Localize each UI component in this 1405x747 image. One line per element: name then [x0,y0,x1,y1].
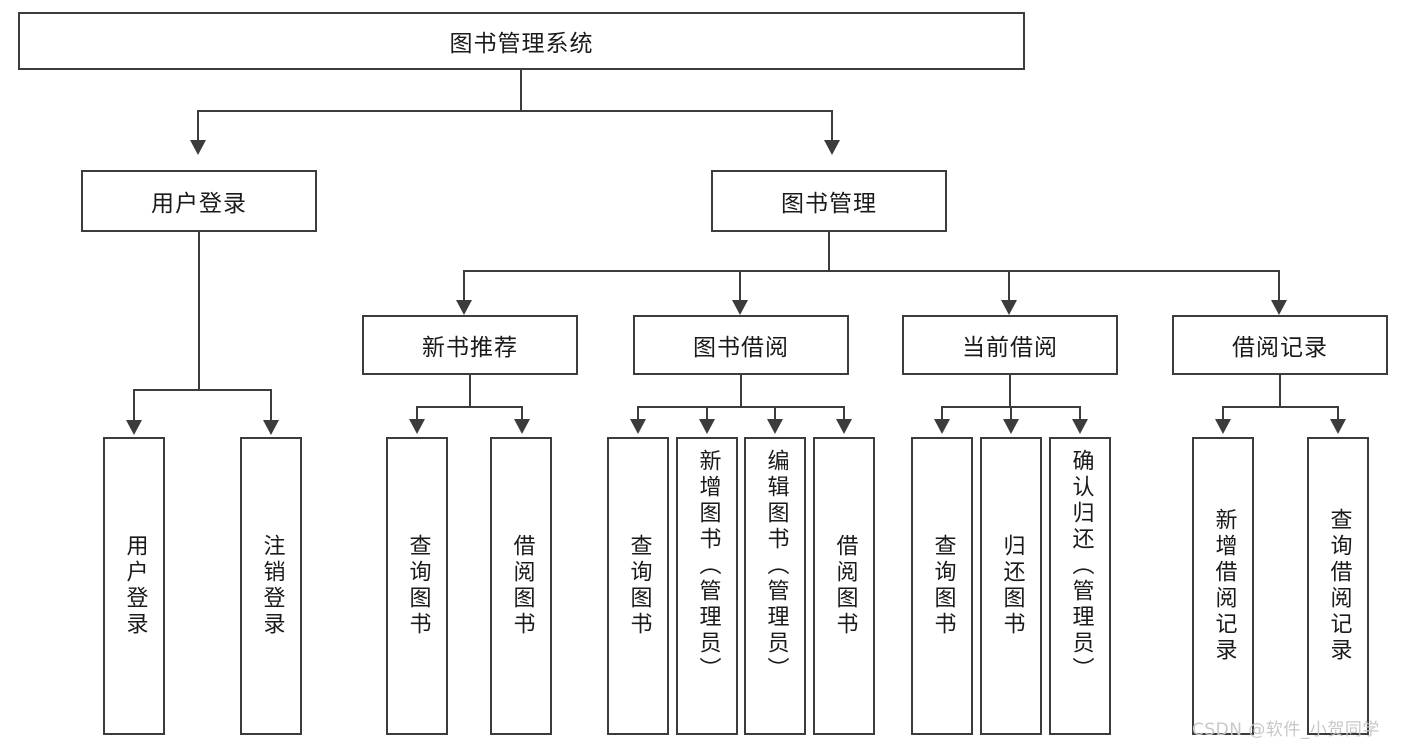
node-label: 图书借阅 [693,335,789,361]
leaf-label: 查询图书 [626,534,652,638]
connector-bb-to-leaf-1 [637,406,639,421]
arrowhead-nbr-to-leaf-2 [514,419,530,434]
leaf-label: 用户登录 [122,534,148,638]
node-label: 图书管理 [781,191,877,217]
arrowhead-br-to-leaf-1 [1215,419,1231,434]
connector-book-management-stem [828,232,830,272]
arrowhead-cb-to-leaf-1 [934,419,950,434]
leaf-label: 新增图书（管理员） [695,449,721,683]
connector-to-borrow-record [1278,270,1280,302]
leaf-cb-return-books[interactable]: 归还图书 [980,437,1042,735]
arrowhead-cb-to-leaf-3 [1072,419,1088,434]
leaf-label: 借阅图书 [832,534,858,638]
node-new-book-recommend[interactable]: 新书推荐 [362,315,578,375]
connector-user-login-to-leaf-2 [270,389,272,422]
csdn-watermark: CSDN @软件_小贺同学 [1192,720,1380,740]
arrowhead-user-login-to-leaf-1 [126,420,142,435]
connector-new-book-recommend-bar [416,406,522,408]
arrowhead-br-to-leaf-2 [1330,419,1346,434]
arrowhead-bb-to-leaf-3 [767,419,783,434]
node-label: 图书管理系统 [449,31,594,57]
arrowhead-to-current-borrow [1001,300,1017,315]
arrowhead-root-to-user-login [190,140,206,155]
connector-root-stem [520,70,522,112]
connector-to-current-borrow [1008,270,1010,302]
connector-to-book-borrow [739,270,741,302]
connector-bb-to-leaf-4 [843,406,845,421]
connector-cb-to-leaf-2 [1010,406,1012,421]
node-book-management[interactable]: 图书管理 [711,170,947,232]
leaf-label: 查询图书 [930,534,956,638]
leaf-label: 归还图书 [999,534,1025,638]
connector-nbr-to-leaf-2 [521,406,523,421]
arrowhead-nbr-to-leaf-1 [409,419,425,434]
leaf-label: 新增借阅记录 [1211,508,1237,664]
arrowhead-bb-to-leaf-4 [836,419,852,434]
node-borrow-record[interactable]: 借阅记录 [1172,315,1388,375]
connector-cb-to-leaf-3 [1079,406,1081,421]
leaf-cb-confirm-return-admin[interactable]: 确认归还（管理员） [1049,437,1111,735]
connector-borrow-record-bar [1222,406,1338,408]
arrowhead-to-book-borrow [732,300,748,315]
leaf-label: 编辑图书（管理员） [763,449,789,683]
leaf-logout-login[interactable]: 注销登录 [240,437,302,735]
leaf-cb-query-books[interactable]: 查询图书 [911,437,973,735]
connector-to-new-book-recommend [463,270,465,302]
connector-user-login-stem [198,232,200,390]
connector-bb-to-leaf-2 [706,406,708,421]
leaf-nbr-borrow-books[interactable]: 借阅图书 [490,437,552,735]
node-book-borrow[interactable]: 图书借阅 [633,315,849,375]
leaf-bb-borrow-books[interactable]: 借阅图书 [813,437,875,735]
connector-book-borrow-bar [637,406,845,408]
connector-root-bar [197,110,833,112]
leaf-br-add-record[interactable]: 新增借阅记录 [1192,437,1254,735]
leaf-bb-add-book-admin[interactable]: 新增图书（管理员） [676,437,738,735]
arrowhead-user-login-to-leaf-2 [263,420,279,435]
connector-root-to-user-login [197,110,199,142]
leaf-bb-query-books[interactable]: 查询图书 [607,437,669,735]
leaf-label: 查询图书 [405,534,431,638]
node-label: 新书推荐 [422,335,518,361]
arrowhead-root-to-book-management [824,140,840,155]
arrowhead-bb-to-leaf-2 [699,419,715,434]
leaf-user-login[interactable]: 用户登录 [103,437,165,735]
node-label: 用户登录 [151,191,247,217]
arrowhead-to-borrow-record [1271,300,1287,315]
connector-br-to-leaf-1 [1222,406,1224,421]
connector-level3-bar [463,270,1280,272]
node-current-borrow[interactable]: 当前借阅 [902,315,1118,375]
connector-user-login-to-leaf-1 [133,389,135,422]
node-label: 借阅记录 [1232,335,1328,361]
connector-book-borrow-stem [740,375,742,408]
leaf-nbr-query-books[interactable]: 查询图书 [386,437,448,735]
connector-user-login-bar [133,389,271,391]
connector-cb-to-leaf-1 [941,406,943,421]
arrowhead-bb-to-leaf-1 [630,419,646,434]
leaf-label: 借阅图书 [509,534,535,638]
node-label: 当前借阅 [962,335,1058,361]
node-user-login[interactable]: 用户登录 [81,170,317,232]
connector-bb-to-leaf-3 [774,406,776,421]
arrowhead-to-new-book-recommend [456,300,472,315]
connector-root-to-book-management [831,110,833,142]
leaf-label: 注销登录 [259,534,285,638]
leaf-label: 查询借阅记录 [1326,508,1352,664]
connector-new-book-recommend-stem [469,375,471,408]
connector-borrow-record-stem [1279,375,1281,408]
leaf-label: 确认归还（管理员） [1068,449,1094,683]
leaf-br-query-record[interactable]: 查询借阅记录 [1307,437,1369,735]
node-root-book-management-system[interactable]: 图书管理系统 [18,12,1025,70]
connector-current-borrow-stem [1009,375,1011,408]
leaf-bb-edit-book-admin[interactable]: 编辑图书（管理员） [744,437,806,735]
connector-nbr-to-leaf-1 [416,406,418,421]
connector-br-to-leaf-2 [1337,406,1339,421]
arrowhead-cb-to-leaf-2 [1003,419,1019,434]
